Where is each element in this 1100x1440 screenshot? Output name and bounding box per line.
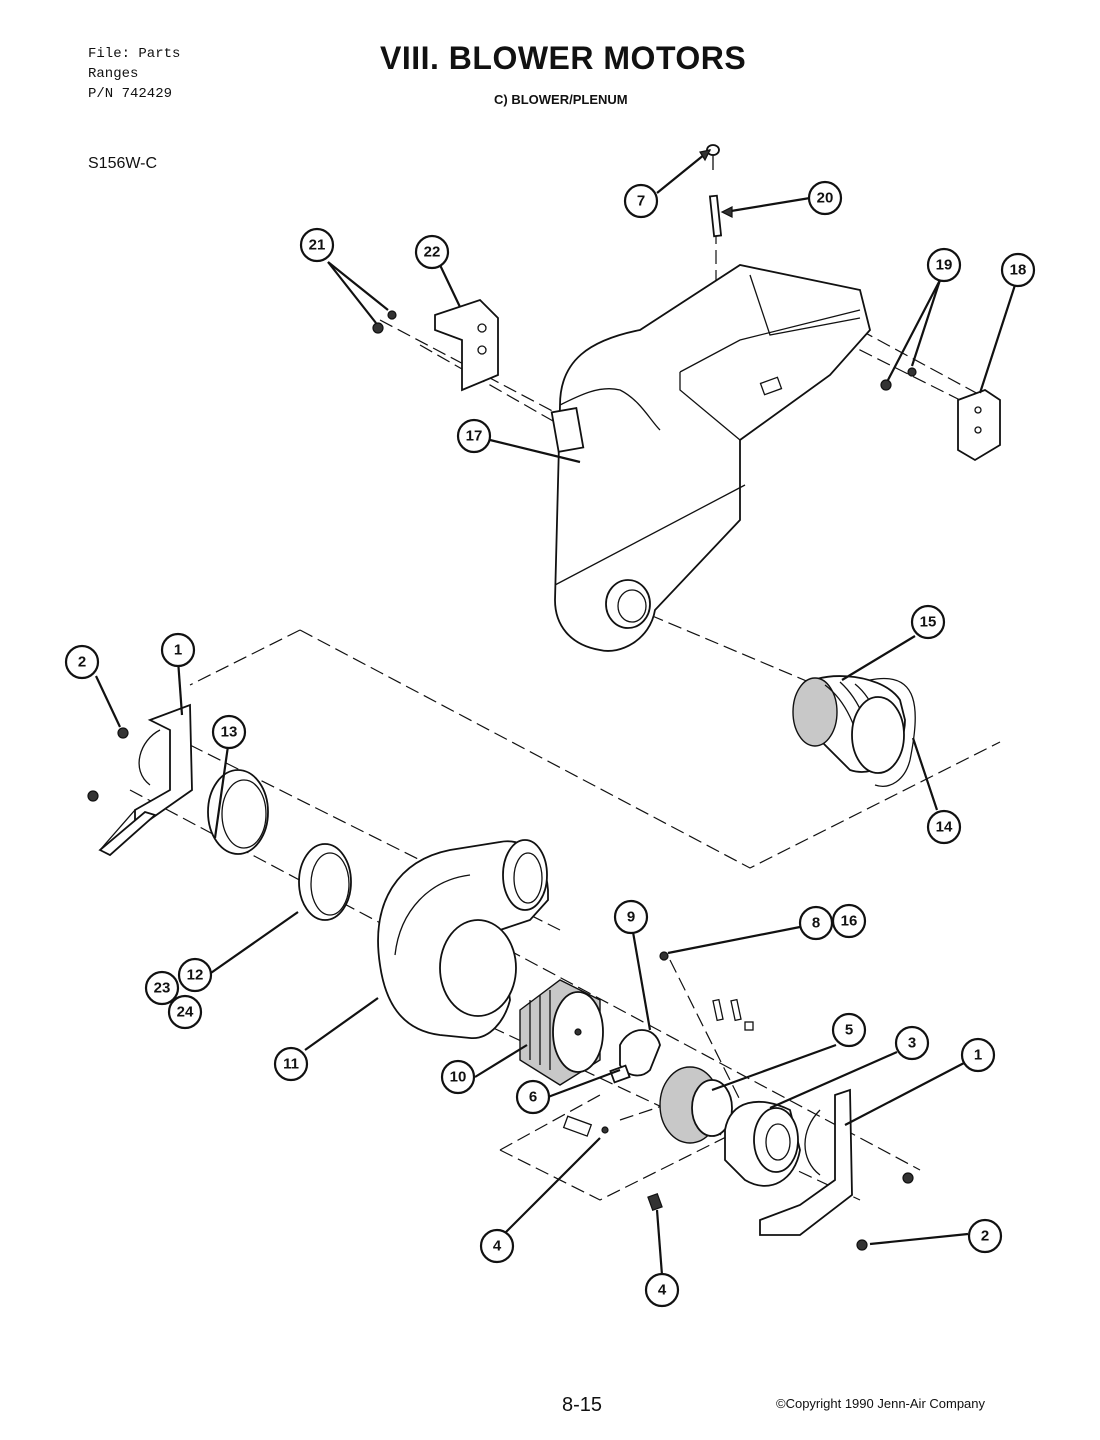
callout-16: 16 [831, 903, 867, 939]
svg-text:20: 20 [817, 190, 834, 207]
svg-text:1: 1 [974, 1047, 982, 1064]
svg-text:6: 6 [529, 1089, 537, 1106]
svg-text:21: 21 [309, 237, 326, 254]
callout-10: 10 [440, 1059, 476, 1095]
screw-and-rod [706, 144, 723, 238]
page-subtitle: C) BLOWER/PLENUM [494, 92, 628, 107]
svg-text:24: 24 [177, 1004, 194, 1021]
plenum-duct [550, 264, 871, 652]
callout-3: 3 [894, 1025, 930, 1061]
callout-18: 18 [1000, 252, 1036, 288]
callout-5: 5 [831, 1012, 867, 1048]
callout-15: 15 [910, 604, 946, 640]
callout-24: 24 [167, 994, 203, 1030]
svg-text:19: 19 [936, 257, 953, 274]
bracket-left [372, 298, 499, 392]
mounting-bracket-left [87, 703, 193, 857]
callout-11: 11 [273, 1046, 309, 1082]
callout-22: 22 [414, 234, 450, 270]
svg-text:15: 15 [920, 614, 937, 631]
svg-text:2: 2 [981, 1228, 989, 1245]
svg-text:18: 18 [1010, 262, 1027, 279]
callout-9: 9 [613, 899, 649, 935]
svg-text:2: 2 [78, 654, 86, 671]
page-title: VIII. BLOWER MOTORS [380, 40, 747, 76]
rings [207, 769, 352, 921]
svg-text:8: 8 [812, 915, 820, 932]
callout-12: 12 [177, 957, 213, 993]
callout-8: 8 [798, 905, 834, 941]
callout-14: 14 [926, 809, 962, 845]
svg-text:3: 3 [908, 1035, 916, 1052]
callout-20: 20 [807, 180, 843, 216]
blower-housing [377, 839, 549, 1039]
callout-4-right: 4 [644, 1272, 680, 1308]
leader-lines [95, 149, 1017, 1276]
bracket-right [880, 367, 1001, 462]
model-label: S156W-C [88, 155, 158, 172]
svg-text:7: 7 [637, 193, 645, 210]
callout-7: 7 [623, 183, 659, 219]
file-label: File: Parts [88, 46, 181, 62]
mounting-bracket-right [562, 1088, 914, 1251]
svg-text:11: 11 [283, 1056, 299, 1073]
callout-23: 23 [144, 970, 180, 1006]
svg-text:9: 9 [627, 909, 635, 926]
svg-text:1: 1 [174, 642, 182, 659]
callout-1-bottom: 1 [960, 1037, 996, 1073]
callout-4-left: 4 [479, 1228, 515, 1264]
svg-text:12: 12 [187, 967, 204, 984]
motor-assembly [609, 951, 801, 1187]
svg-text:14: 14 [936, 819, 953, 836]
blower-wheel [519, 979, 604, 1086]
svg-text:10: 10 [450, 1069, 467, 1086]
callouts: 7 20 21 22 19 18 17 15 14 2 1 13 12 23 2… [64, 180, 1036, 1308]
flex-hose [792, 675, 916, 787]
copyright-notice: ©Copyright 1990 Jenn-Air Company [776, 1396, 986, 1411]
svg-text:16: 16 [841, 913, 858, 930]
svg-text:4: 4 [658, 1282, 667, 1299]
callout-6: 6 [515, 1079, 551, 1115]
svg-text:22: 22 [424, 244, 441, 261]
svg-text:4: 4 [493, 1238, 502, 1255]
callout-19: 19 [926, 247, 962, 283]
page-number: 8-15 [562, 1394, 603, 1416]
svg-text:5: 5 [845, 1022, 853, 1039]
category-label: Ranges [88, 66, 139, 82]
callout-17: 17 [456, 418, 492, 454]
callout-2-bottom: 2 [967, 1218, 1003, 1254]
svg-text:23: 23 [154, 980, 171, 997]
callout-13: 13 [211, 714, 247, 750]
svg-text:13: 13 [221, 724, 238, 741]
callout-1-top: 1 [160, 632, 196, 668]
part-number-label: P/N 742429 [88, 86, 173, 102]
svg-text:17: 17 [466, 428, 483, 445]
callout-2-top: 2 [64, 644, 100, 680]
callout-21: 21 [299, 227, 335, 263]
